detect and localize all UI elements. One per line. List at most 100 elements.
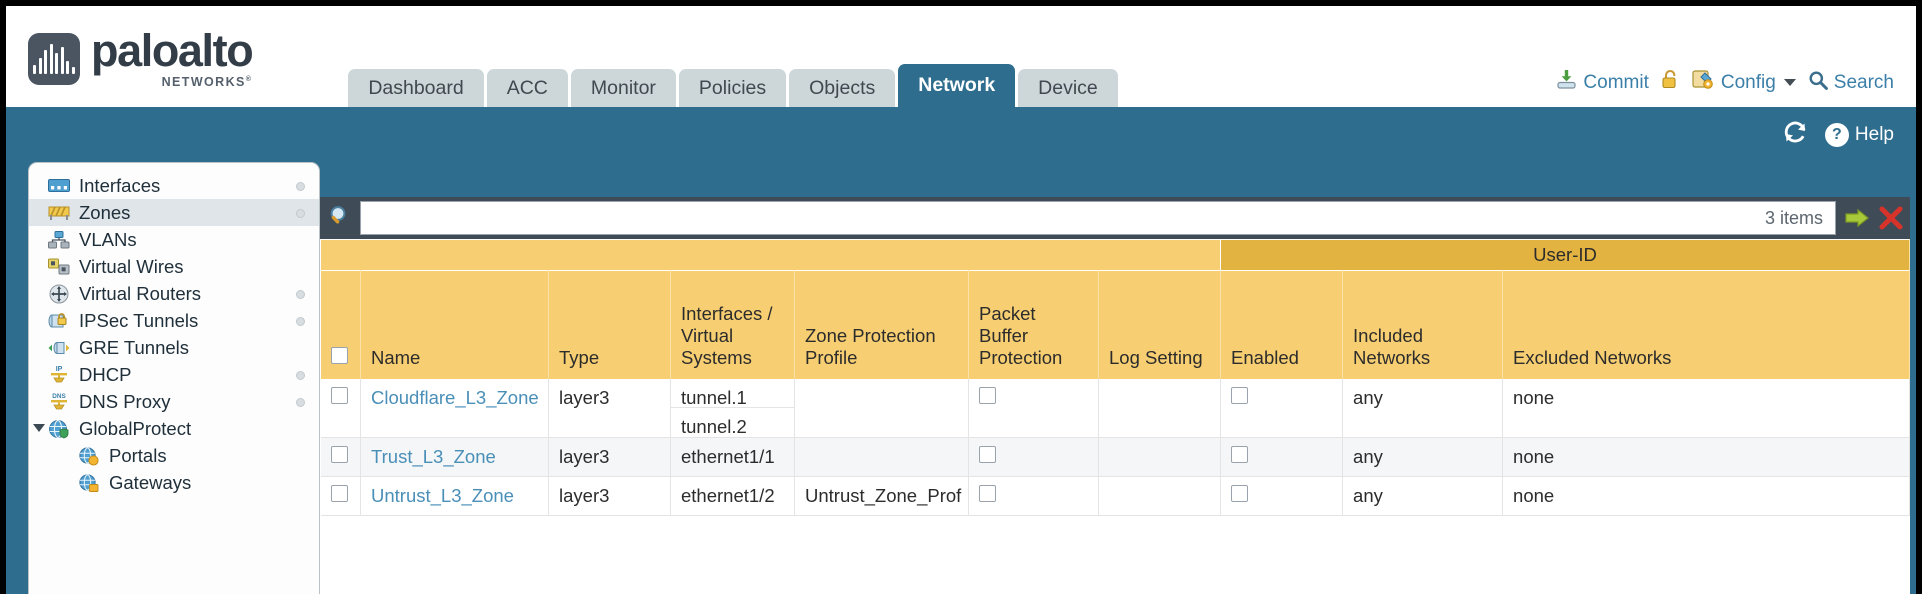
row-checkbox[interactable] xyxy=(330,484,348,502)
select-all-header[interactable] xyxy=(320,270,361,379)
virtual-routers-icon xyxy=(47,284,70,303)
zones-search-input[interactable]: 3 items xyxy=(360,201,1836,235)
cell-interfaces: ethernet1/1 xyxy=(670,437,795,477)
cell-packet-buffer-protection[interactable] xyxy=(968,378,1099,438)
sidebar-item-gre-tunnels[interactable]: GRE Tunnels xyxy=(29,334,319,361)
status-dot xyxy=(296,209,305,218)
svg-text:DNS: DNS xyxy=(52,393,66,400)
sidebar-item-interfaces[interactable]: Interfaces xyxy=(29,172,319,199)
zone-name-link[interactable]: Cloudflare_L3_Zone xyxy=(371,386,539,408)
column-header-enabled[interactable]: Enabled xyxy=(1220,270,1344,379)
cell-name[interactable]: Trust_L3_Zone xyxy=(360,437,549,477)
tab-device[interactable]: Device xyxy=(1018,69,1118,107)
tab-monitor[interactable]: Monitor xyxy=(570,69,676,107)
status-dot xyxy=(296,290,305,299)
paloalto-logo-icon xyxy=(28,33,80,86)
sidebar-item-label: DNS Proxy xyxy=(79,390,171,412)
column-header-included-networks[interactable]: Included Networks xyxy=(1342,270,1504,379)
sidebar-item-portals[interactable]: Portals xyxy=(29,442,319,469)
sidebar-item-label: DHCP xyxy=(79,363,132,385)
cell-packet-buffer-protection[interactable] xyxy=(968,476,1099,516)
sidebar-item-label: Gateways xyxy=(109,471,192,493)
sidebar-item-dns-proxy[interactable]: DNS DNS Proxy xyxy=(29,388,319,415)
sidebar-item-virtual-wires[interactable]: Virtual Wires xyxy=(29,253,319,280)
column-header-name[interactable]: Name xyxy=(360,270,549,379)
network-sidebar: Interfaces Zones VLANs Vir xyxy=(28,162,320,594)
cell-name[interactable]: Cloudflare_L3_Zone xyxy=(360,378,549,438)
packet-buffer-protection-checkbox[interactable] xyxy=(979,386,996,404)
cell-zone-protection-profile: Untrust_Zone_Prof xyxy=(794,476,969,516)
clear-filter-icon[interactable] xyxy=(1878,205,1904,231)
column-header-interfaces[interactable]: Interfaces / Virtual Systems xyxy=(670,270,795,379)
zone-name-link[interactable]: Untrust_L3_Zone xyxy=(371,484,514,506)
config-button[interactable]: Config xyxy=(1692,69,1796,96)
cell-name[interactable]: Untrust_L3_Zone xyxy=(360,476,549,516)
sidebar-item-label: Virtual Routers xyxy=(79,282,202,304)
row-checkbox-cell[interactable] xyxy=(320,476,361,516)
cell-interfaces: tunnel.1 tunnel.2 xyxy=(670,378,795,438)
tab-objects[interactable]: Objects xyxy=(789,69,896,107)
interfaces-icon xyxy=(47,176,70,195)
status-dot xyxy=(296,371,305,380)
tab-acc[interactable]: ACC xyxy=(486,69,568,107)
sidebar-item-virtual-routers[interactable]: Virtual Routers xyxy=(29,280,319,307)
packet-buffer-protection-checkbox[interactable] xyxy=(979,484,996,502)
column-header-packet-buffer-protection[interactable]: Packet Buffer Protection xyxy=(968,270,1099,379)
commit-button[interactable]: Commit xyxy=(1556,69,1649,96)
help-icon: ? xyxy=(1824,122,1849,147)
cell-zone-protection-profile xyxy=(794,437,969,477)
tab-dashboard[interactable]: Dashboard xyxy=(348,69,484,107)
search-icon[interactable] xyxy=(328,204,352,233)
apply-filter-icon[interactable] xyxy=(1844,205,1870,231)
help-button[interactable]: ? Help xyxy=(1824,122,1894,147)
zones-icon xyxy=(47,203,70,222)
table-row[interactable]: Untrust_L3_Zone layer3 ethernet1/2 Untru… xyxy=(320,476,1910,516)
lock-button[interactable] xyxy=(1661,69,1680,96)
filter-toolbar: 3 items xyxy=(320,197,1910,239)
zone-name-link[interactable]: Trust_L3_Zone xyxy=(371,445,496,467)
search-label: Search xyxy=(1833,71,1894,93)
sidebar-item-dhcp[interactable]: IP DHCP xyxy=(29,361,319,388)
table-header-row: Name Type Interfaces / Virtual Systems Z… xyxy=(320,270,1910,379)
sidebar-item-gateways[interactable]: Gateways xyxy=(29,469,319,496)
cell-user-id-enabled[interactable] xyxy=(1220,476,1344,516)
gre-tunnels-icon xyxy=(47,338,70,357)
cell-type: layer3 xyxy=(548,378,671,438)
row-checkbox[interactable] xyxy=(330,445,348,463)
svg-text:IP: IP xyxy=(55,366,62,373)
cell-packet-buffer-protection[interactable] xyxy=(968,437,1099,477)
sidebar-item-zones[interactable]: Zones xyxy=(29,199,319,226)
expand-triangle-icon[interactable] xyxy=(33,424,45,432)
row-checkbox[interactable] xyxy=(330,386,348,404)
cell-user-id-enabled[interactable] xyxy=(1220,378,1344,438)
column-header-excluded-networks[interactable]: Excluded Networks xyxy=(1502,270,1910,379)
cell-excluded-networks: none xyxy=(1502,437,1910,477)
sidebar-item-ipsec-tunnels[interactable]: IPSec Tunnels xyxy=(29,307,319,334)
commit-label: Commit xyxy=(1583,71,1649,93)
user-id-enabled-checkbox[interactable] xyxy=(1231,445,1249,463)
sidebar-item-label: Portals xyxy=(109,444,167,466)
search-button[interactable]: Search xyxy=(1808,70,1894,96)
table-row[interactable]: Trust_L3_Zone layer3 ethernet1/1 any non… xyxy=(320,437,1910,477)
column-header-type[interactable]: Type xyxy=(548,270,671,379)
tab-policies[interactable]: Policies xyxy=(678,69,787,107)
status-dot xyxy=(296,398,305,407)
main-nav-tabs: Dashboard ACC Monitor Policies Objects N… xyxy=(348,64,1118,107)
refresh-icon[interactable] xyxy=(1782,121,1809,149)
column-header-log-setting[interactable]: Log Setting xyxy=(1097,270,1222,379)
tab-network[interactable]: Network xyxy=(898,64,1016,107)
row-checkbox-cell[interactable] xyxy=(320,437,361,477)
cell-user-id-enabled[interactable] xyxy=(1220,437,1344,477)
user-id-enabled-checkbox[interactable] xyxy=(1231,484,1249,502)
virtual-wires-icon xyxy=(47,257,70,276)
sidebar-item-globalprotect[interactable]: GlobalProtect xyxy=(29,415,319,442)
sub-header-band: ? Help xyxy=(6,107,1916,162)
select-all-checkbox[interactable] xyxy=(331,346,348,364)
globalprotect-icon xyxy=(47,419,70,438)
packet-buffer-protection-checkbox[interactable] xyxy=(979,445,996,463)
column-header-zone-protection-profile[interactable]: Zone Protection Profile xyxy=(794,270,969,379)
sidebar-item-vlans[interactable]: VLANs xyxy=(29,226,319,253)
group-header-user-id: User-ID xyxy=(1220,239,1910,271)
user-id-enabled-checkbox[interactable] xyxy=(1231,386,1249,404)
row-checkbox-cell[interactable] xyxy=(320,378,361,438)
